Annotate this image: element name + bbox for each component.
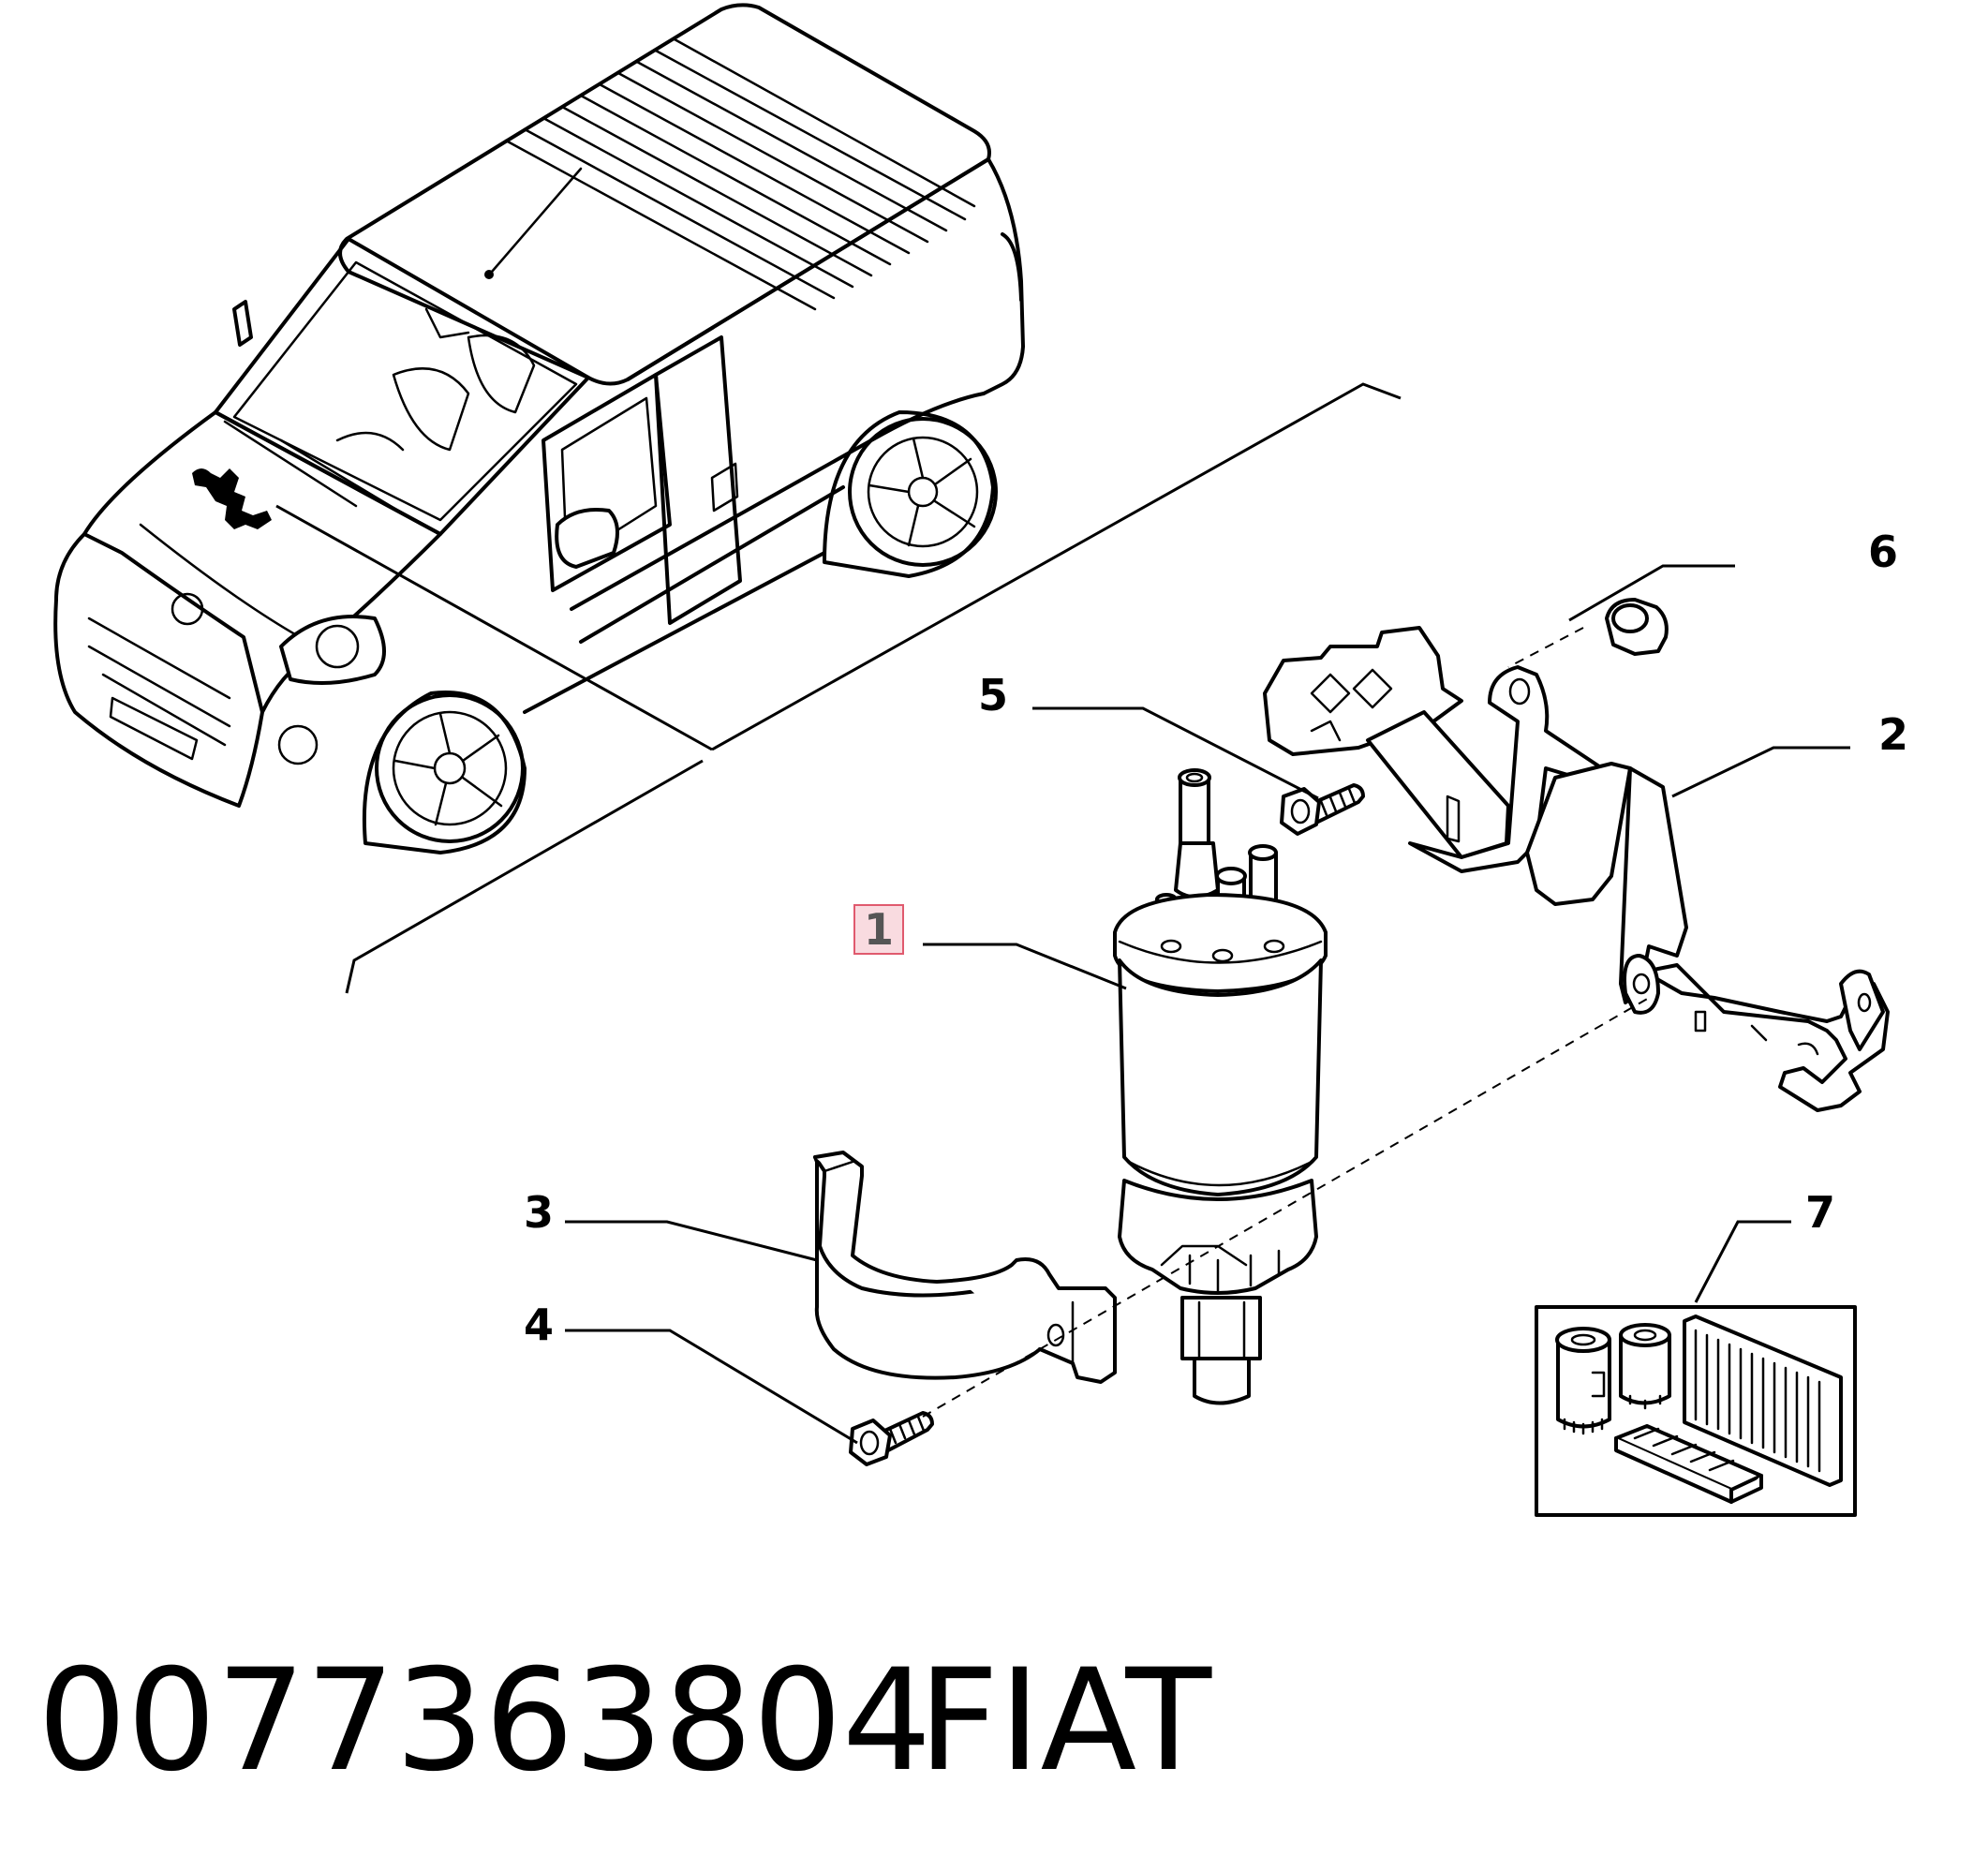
bracket-part-2: [1263, 626, 1890, 1112]
callout-label-3[interactable]: 3: [524, 1187, 554, 1238]
highlight-box: [853, 904, 904, 955]
clamp-part-3: [813, 1151, 1117, 1384]
callout-label-6[interactable]: 6: [1868, 527, 1898, 577]
callout-label-5[interactable]: 5: [978, 670, 1008, 721]
callout-leaders: [565, 564, 1850, 1445]
van-illustration: [53, 3, 1025, 854]
view-plane-lines: [275, 382, 1402, 994]
callout-1-text: 1: [864, 904, 894, 955]
part-number: 0077363804: [37, 1640, 931, 1803]
brand-name: FIAT: [918, 1640, 1212, 1803]
fuel-filter-part-1: [1113, 768, 1328, 1405]
callout-label-2[interactable]: 2: [1878, 709, 1908, 760]
callout-label-1[interactable]: 1: [853, 904, 904, 955]
callout-label-4[interactable]: 4: [524, 1300, 554, 1350]
callout-label-7[interactable]: 7: [1805, 1187, 1835, 1238]
service-kit-part-7: [1535, 1305, 1857, 1517]
assembly-dash-lines: [922, 627, 1650, 1418]
bolt-part-5: [1280, 783, 1365, 836]
nut-part-6: [1605, 598, 1669, 656]
bolt-part-4: [849, 1411, 934, 1466]
